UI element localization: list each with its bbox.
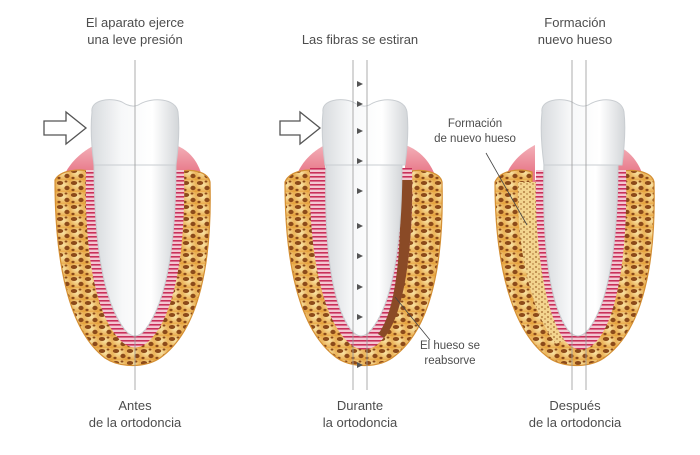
label-line: de la ortodoncia [88, 415, 182, 430]
label-line: nuevo hueso [537, 32, 613, 47]
panel-2-top-label: Las fibras se estiran [285, 31, 435, 48]
bone-resorbs-annotation: El hueso se reabsorve [405, 339, 495, 369]
push-arrow-icon [279, 110, 322, 146]
panel-2-bottom-label: Durante la ortodoncia [285, 397, 435, 431]
new-bone-annotation: Formación de nuevo hueso [425, 117, 525, 147]
leader-line [485, 152, 528, 226]
leader-line [394, 296, 431, 341]
push-arrow-icon [43, 110, 88, 146]
label-line: reabsorve [424, 355, 476, 367]
tooth-root [543, 159, 619, 337]
label-line: de la ortodoncia [528, 415, 622, 430]
panel-3-bottom-label: Después de la ortodoncia [505, 397, 645, 431]
label-line: Durante [336, 398, 384, 413]
panel-1-top-label: El aparato ejerce una leve presión [60, 14, 210, 48]
direction-markers [357, 81, 363, 368]
label-line: El hueso se [419, 340, 481, 352]
label-line: El aparato ejerce [85, 15, 185, 30]
tooth-crown [540, 99, 626, 166]
label-line: la ortodoncia [322, 415, 398, 430]
panel-before [43, 60, 211, 390]
panel-during [279, 60, 443, 390]
label-line: Formación [447, 118, 503, 130]
label-line: Las fibras se estiran [301, 32, 419, 47]
label-line: Formación [544, 15, 606, 30]
label-line: Antes [118, 398, 152, 413]
label-line: una leve presión [87, 32, 183, 47]
tooth-crown [321, 99, 409, 166]
label-line: Después [549, 398, 601, 413]
label-line: de nuevo hueso [434, 133, 516, 145]
panel-3-top-label: Formación nuevo hueso [505, 14, 645, 48]
resorbing-bone-edge [378, 180, 413, 338]
panel-after [485, 60, 655, 390]
tooth-root [325, 159, 403, 337]
panel-1-bottom-label: Antes de la ortodoncia [60, 397, 210, 431]
